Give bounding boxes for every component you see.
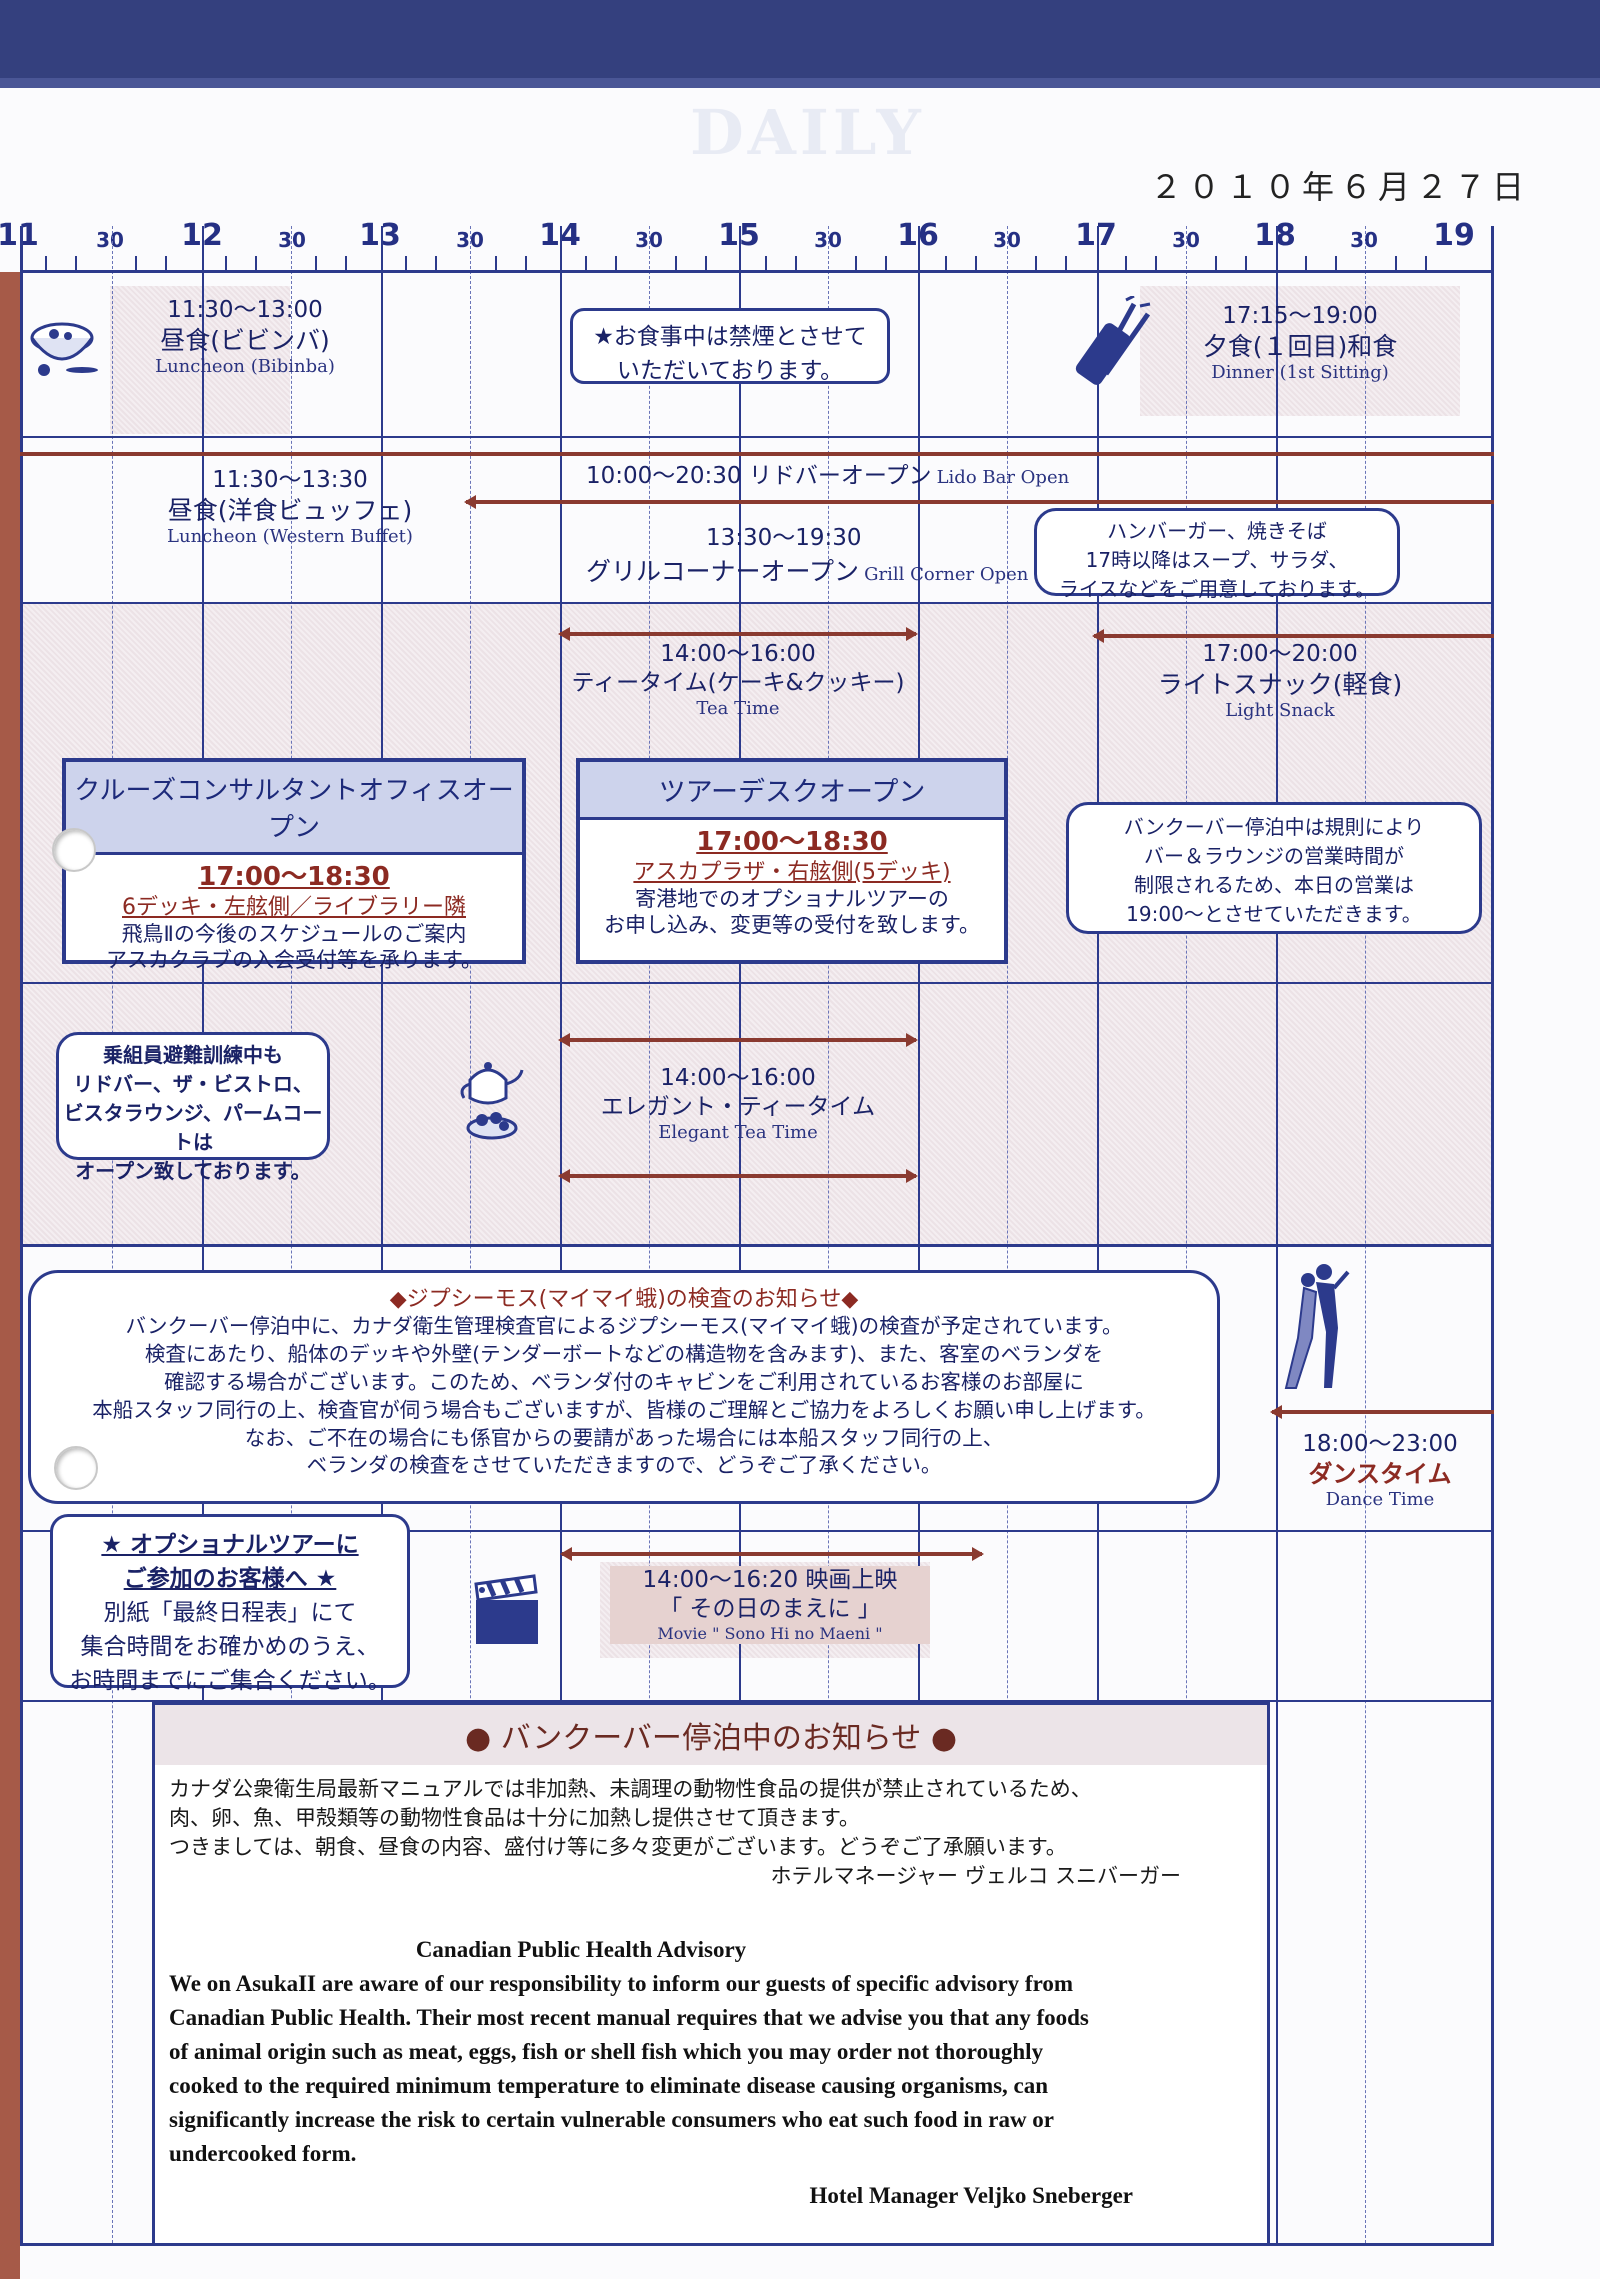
- row-divider: [20, 270, 1494, 273]
- left-edge-bar: [0, 272, 20, 2279]
- movie-arrow: [560, 1547, 984, 1561]
- light-snack-arrow: [1092, 629, 1494, 643]
- hour-label: 18: [1254, 218, 1296, 253]
- row-divider: [20, 436, 1494, 438]
- light-snack: 17:00～20:00 ライトスナック(軽食) Light Snack: [1157, 641, 1403, 721]
- luncheon-western-buffet: 11:30～13:30 昼食(洋食ビュッフェ) Luncheon (Wester…: [167, 467, 413, 547]
- dance-time: 18:00～23:00 ダンスタイム Dance Time: [1302, 1431, 1458, 1510]
- chopsticks-icon: [1060, 296, 1160, 406]
- row-divider: [20, 982, 1494, 984]
- tour-desk-panel: ツアーデスクオープン 17:00～18:30 アスカプラザ・右舷側(5デッキ) …: [576, 758, 1008, 964]
- notice-jp: カナダ公衆衛生局最新マニュアルでは非加熱、未調理の動物性食品の提供が禁止されてい…: [169, 1777, 1181, 1888]
- date: ２０１０年６月２７日: [1150, 168, 1531, 206]
- dance-time-arrow: [1270, 1405, 1494, 1419]
- bar-lounge-hours-bubble: バンクーバー停泊中は規則により バー＆ラウンジの営業時間が 制限されるため、本日…: [1066, 802, 1482, 934]
- lunch-shade: [110, 286, 290, 434]
- luncheon-bibimba: 11:30～13:00 昼食(ビビンバ) Luncheon (Bibinba): [155, 297, 335, 377]
- consultant-office-panel: クルーズコンサルタントオフィスオープン 17:00～18:30 6デッキ・左舷側…: [62, 758, 526, 972]
- top-band: [0, 0, 1600, 88]
- grill-corner-open: 13:30～19:30 グリルコーナーオープン Grill Corner Ope…: [586, 525, 1029, 586]
- punch-hole: [52, 828, 96, 872]
- elegant-tea-arrow-bottom: [558, 1169, 918, 1183]
- row-divider: [20, 1244, 1494, 1247]
- notice-en: Canadian Public Health Advisory We on As…: [169, 1936, 1133, 2209]
- row-divider: [20, 1530, 1494, 1532]
- dinner-first-sitting: 17:15～19:00 夕食(１回目)和食 Dinner (1st Sittin…: [1202, 303, 1398, 383]
- row-divider: [20, 602, 1494, 604]
- half-label: 30: [96, 228, 124, 252]
- lido-bar-open: 10:00～20:30 リドバーオープン Lido Bar Open: [586, 463, 1070, 489]
- punch-hole: [54, 1446, 98, 1490]
- row-divider: [20, 1700, 1494, 1702]
- hour-label: 11: [0, 218, 39, 253]
- clapperboard-icon: [472, 1574, 544, 1648]
- hour-label: 17: [1075, 218, 1117, 253]
- optional-tour-bubble: ★ オプショナルツアーに ご参加のお客様へ ★ 別紙「最終日程表」にて 集合時間…: [50, 1514, 410, 1694]
- grill-menu-bubble: ハンバーガー、焼きそば 17時以降はスープ、サラダ、 ライスなどをご用意しており…: [1034, 508, 1400, 601]
- ghost-title: DAILY: [690, 96, 925, 169]
- hour-label: 19: [1433, 218, 1475, 253]
- rice-bowl-icon: [24, 300, 104, 384]
- movie-screening: 14:00～16:20 映画上映 「 その日のまえに 」 Movie " Son…: [610, 1566, 930, 1644]
- hour-label: 13: [359, 218, 401, 253]
- notice-title: ● バンクーバー停泊中のお知らせ ●: [155, 1705, 1267, 1765]
- teapot-icon: [452, 1050, 532, 1144]
- tea-time-arrow: [558, 627, 918, 641]
- lido-bar-arrow-top: [20, 452, 1494, 456]
- vancouver-notice: ● バンクーバー停泊中のお知らせ ● カナダ公衆衛生局最新マニュアルでは非加熱、…: [152, 1702, 1270, 2246]
- dancers-icon: [1276, 1258, 1366, 1398]
- half-label: 30: [1350, 228, 1378, 252]
- gypsy-moth-notice: ◆ジプシーモス(マイマイ蛾)の検査のお知らせ◆ バンクーバー停泊中に、カナダ衛生…: [28, 1270, 1220, 1504]
- half-label: 30: [278, 228, 306, 252]
- crew-drill-bubble: 乗組員避難訓練中も リドバー、ザ・ビストロ、 ビスタラウンジ、パームコートは オ…: [56, 1032, 330, 1183]
- elegant-tea-time: 14:00～16:00 エレガント・ティータイム Elegant Tea Tim…: [600, 1065, 876, 1143]
- smoking-notice: ★お食事中は禁煙とさせて いただいております。: [570, 308, 890, 384]
- tea-time: 14:00～16:00 ティータイム(ケーキ&クッキー) Tea Time: [571, 641, 905, 719]
- dinner-shade: [1140, 286, 1460, 416]
- lido-bar-arrow: [464, 495, 1494, 509]
- elegant-tea-arrow-top: [558, 1033, 918, 1047]
